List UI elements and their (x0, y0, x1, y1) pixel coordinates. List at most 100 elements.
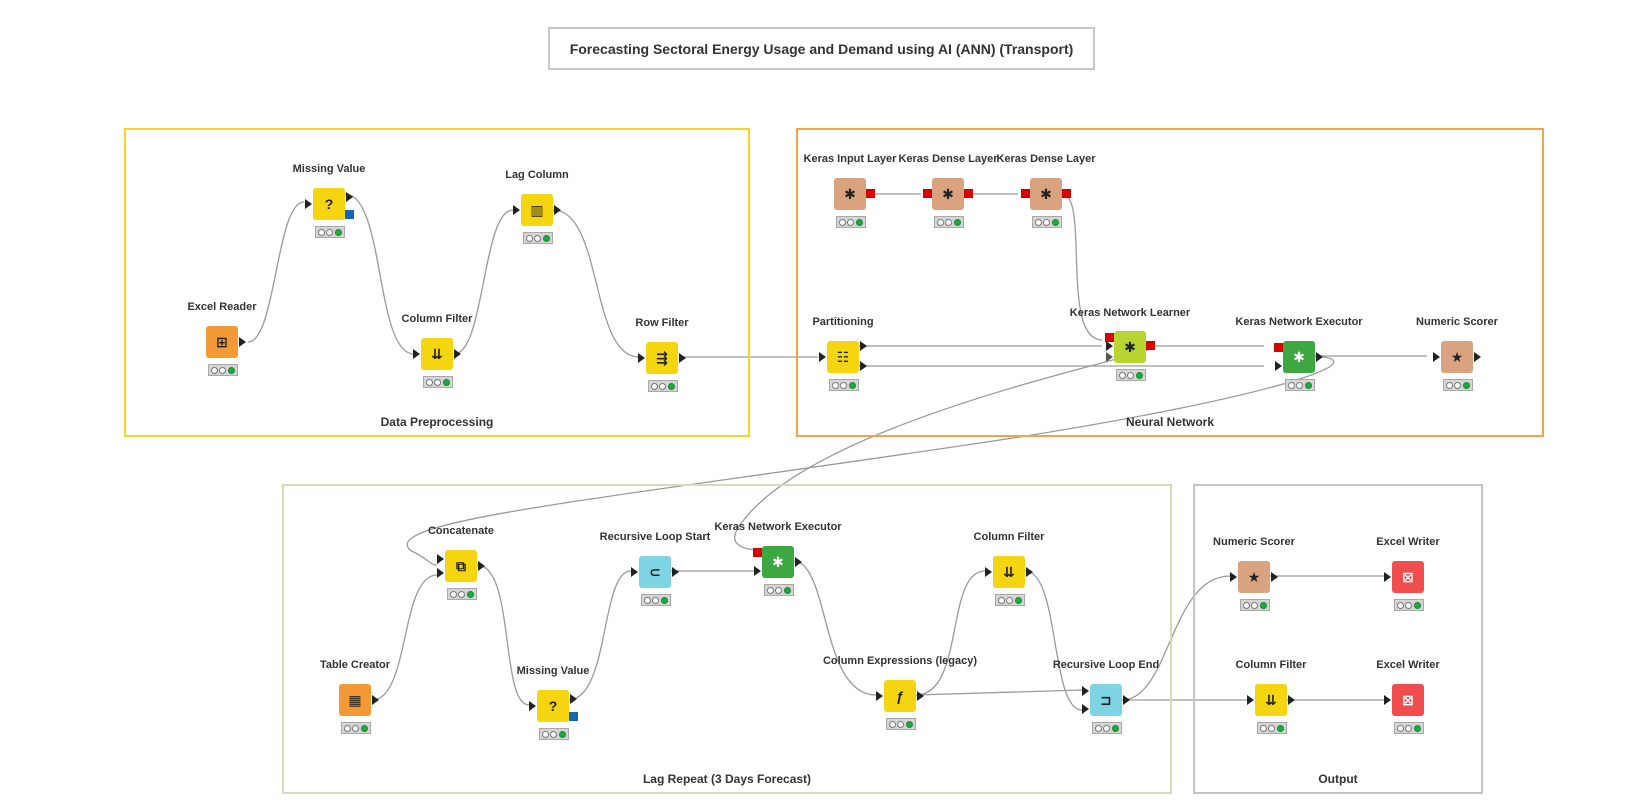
node-missing-value-2[interactable]: Missing Value ? (517, 665, 589, 740)
output-port[interactable] (346, 192, 353, 202)
output-port[interactable] (372, 695, 379, 705)
output-port-test[interactable] (860, 361, 867, 371)
node-body[interactable]: ✱ (762, 546, 794, 578)
network-output-port[interactable] (1146, 341, 1155, 350)
input-port[interactable] (305, 199, 312, 209)
node-body[interactable]: ? (313, 188, 345, 220)
node-recursive-loop-start[interactable]: Recursive Loop Start ⊂ (600, 531, 710, 606)
node-body[interactable]: ⇊ (1255, 684, 1287, 716)
input-port[interactable] (985, 567, 992, 577)
annotation-output[interactable]: Output (1193, 484, 1483, 794)
input-port[interactable] (876, 691, 883, 701)
node-body[interactable]: ⊞ (206, 326, 238, 358)
output-port-train[interactable] (860, 341, 867, 351)
node-lag-column[interactable]: Lag Column ▥ (505, 169, 569, 244)
validation-data-port[interactable] (1106, 352, 1113, 362)
node-keras-input-layer[interactable]: Keras Input Layer ✱ (804, 153, 896, 228)
node-body[interactable]: ⊂ (639, 556, 671, 588)
node-keras-network-executor-1[interactable]: Keras Network Executor ✱ (1235, 316, 1363, 391)
loop-data-port[interactable] (1082, 686, 1089, 696)
data-input-port[interactable] (1275, 361, 1282, 371)
node-column-expressions[interactable]: Column Expressions (legacy) ƒ (823, 655, 977, 730)
input-port[interactable] (529, 701, 536, 711)
node-body[interactable]: ✱ (1283, 341, 1315, 373)
input-port[interactable] (1384, 572, 1391, 582)
node-keras-dense-layer-2[interactable]: Keras Dense Layer ✱ (996, 153, 1096, 228)
node-body[interactable]: ƒ (884, 680, 916, 712)
input-port-1[interactable] (437, 554, 444, 564)
data-input-port[interactable] (754, 566, 761, 576)
node-keras-network-learner[interactable]: Keras Network Learner ✱ (1070, 307, 1190, 381)
node-body[interactable]: ✱ (1114, 331, 1146, 363)
node-body[interactable]: ⇊ (993, 556, 1025, 588)
node-body[interactable]: ☷ (827, 341, 859, 373)
output-port[interactable] (672, 567, 679, 577)
network-input-port[interactable] (753, 548, 762, 557)
node-excel-writer-1[interactable]: Excel Writer ⊠ (1376, 536, 1440, 611)
node-column-filter-1[interactable]: Column Filter ⇊ (402, 313, 472, 388)
training-data-port[interactable] (1106, 341, 1113, 351)
annotation-data-preprocessing[interactable]: Data Preprocessing (124, 128, 750, 437)
node-body[interactable]: ⇊ (421, 338, 453, 370)
input-port[interactable] (413, 349, 420, 359)
output-port[interactable] (454, 349, 461, 359)
input-port[interactable] (819, 352, 826, 362)
model-output-port[interactable] (345, 210, 354, 219)
node-body[interactable]: ▦ (339, 684, 371, 716)
output-port[interactable] (1316, 352, 1323, 362)
node-body[interactable]: ✱ (1030, 178, 1062, 210)
output-port[interactable] (1026, 567, 1033, 577)
input-port[interactable] (1247, 695, 1254, 705)
network-output-port[interactable] (866, 189, 875, 198)
node-body[interactable]: ⊠ (1392, 684, 1424, 716)
network-output-port[interactable] (964, 189, 973, 198)
output-port[interactable] (1123, 695, 1130, 705)
node-body[interactable]: ⊐ (1090, 684, 1122, 716)
node-excel-reader[interactable]: Excel Reader ⊞ (187, 301, 257, 376)
network-input-port[interactable] (1274, 343, 1283, 352)
node-numeric-scorer-2[interactable]: Numeric Scorer ★ (1213, 536, 1295, 611)
annotation-lag-repeat[interactable]: Lag Repeat (3 Days Forecast) (282, 484, 1172, 794)
output-port[interactable] (795, 557, 802, 567)
output-port[interactable] (1271, 572, 1278, 582)
node-body[interactable]: ⊠ (1392, 561, 1424, 593)
output-port[interactable] (478, 561, 485, 571)
node-body[interactable]: ✱ (834, 178, 866, 210)
node-row-filter[interactable]: Row Filter ⇶ (635, 317, 689, 392)
network-input-port[interactable] (1105, 333, 1114, 342)
node-body[interactable]: ▥ (521, 194, 553, 226)
node-partitioning[interactable]: Partitioning ☷ (812, 316, 874, 391)
recursion-data-port[interactable] (1082, 704, 1089, 714)
output-port[interactable] (1288, 695, 1295, 705)
node-keras-network-executor-2[interactable]: Keras Network Executor ✱ (714, 521, 842, 596)
input-port[interactable] (1433, 352, 1440, 362)
node-recursive-loop-end[interactable]: Recursive Loop End ⊐ (1053, 659, 1159, 734)
input-port[interactable] (1384, 695, 1391, 705)
output-port[interactable] (917, 691, 924, 701)
node-body[interactable]: ★ (1441, 341, 1473, 373)
node-column-filter-3[interactable]: Column Filter ⇊ (1236, 659, 1306, 734)
output-port[interactable] (570, 694, 577, 704)
input-port[interactable] (1230, 572, 1237, 582)
annotation-neural-network[interactable]: Neural Network (796, 128, 1544, 437)
input-port[interactable] (631, 567, 638, 577)
input-port[interactable] (638, 353, 645, 363)
network-input-port[interactable] (1021, 189, 1030, 198)
node-keras-dense-layer-1[interactable]: Keras Dense Layer ✱ (898, 153, 998, 228)
output-port[interactable] (1474, 352, 1481, 362)
node-body[interactable]: ⧉ (445, 550, 477, 582)
node-body[interactable]: ⇶ (646, 342, 678, 374)
model-output-port[interactable] (569, 712, 578, 721)
node-excel-writer-2[interactable]: Excel Writer ⊠ (1376, 659, 1440, 734)
node-column-filter-2[interactable]: Column Filter ⇊ (974, 531, 1044, 606)
node-table-creator[interactable]: Table Creator ▦ (320, 659, 390, 734)
node-body[interactable]: ★ (1238, 561, 1270, 593)
node-missing-value-1[interactable]: Missing Value ? (293, 163, 365, 238)
output-port[interactable] (554, 205, 561, 215)
node-body[interactable]: ? (537, 690, 569, 722)
node-concatenate[interactable]: Concatenate ⧉ (428, 525, 494, 600)
node-numeric-scorer-1[interactable]: Numeric Scorer ★ (1416, 316, 1498, 391)
output-port[interactable] (239, 337, 246, 347)
network-output-port[interactable] (1062, 189, 1071, 198)
network-input-port[interactable] (923, 189, 932, 198)
